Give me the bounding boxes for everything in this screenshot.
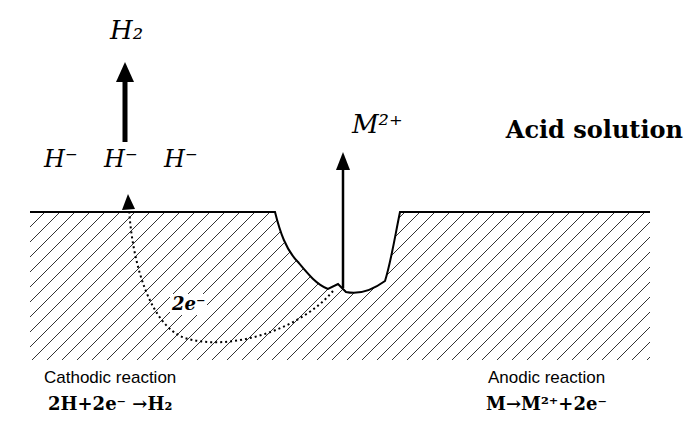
gas-label: H₂: [110, 16, 143, 46]
hatch-line: [600, 212, 691, 362]
electron-path: [129, 208, 333, 342]
electron-arrow-head: [122, 194, 135, 210]
hydride-label: H⁻: [104, 146, 138, 174]
hatch-line: [570, 212, 691, 362]
hatch-line: [525, 212, 675, 362]
metal-surface: [30, 212, 650, 293]
reaction-equation: 2H+2e⁻ →H₂: [48, 394, 172, 415]
hatch-line: [540, 212, 690, 362]
ion-arrow-head: [336, 152, 350, 170]
reaction-title: Anodic reaction: [488, 368, 605, 388]
hatch-line: [690, 212, 691, 362]
reaction-equation: M→M²⁺+2e⁻: [486, 394, 607, 415]
reaction-title: Cathodic reaction: [44, 368, 176, 388]
metal-hatching: [0, 212, 691, 362]
ion-label: M²⁺: [352, 110, 403, 140]
hydride-label: H⁻: [164, 146, 198, 174]
hatch-line: [0, 212, 30, 362]
hatch-line: [615, 212, 691, 362]
hydrogen-arrow-head: [116, 62, 134, 82]
hydride-label: H⁻: [44, 146, 78, 174]
hatch-line: [630, 212, 691, 362]
electron-label: 2e⁻: [170, 294, 207, 315]
medium-label: Acid solution: [506, 116, 683, 144]
hatch-line: [0, 212, 45, 362]
hatch-line: [675, 212, 691, 362]
hatch-line: [645, 212, 691, 362]
ion-arrow-shaft: [342, 168, 345, 288]
hatch-line: [660, 212, 691, 362]
hydrogen-arrow-shaft: [123, 80, 128, 142]
